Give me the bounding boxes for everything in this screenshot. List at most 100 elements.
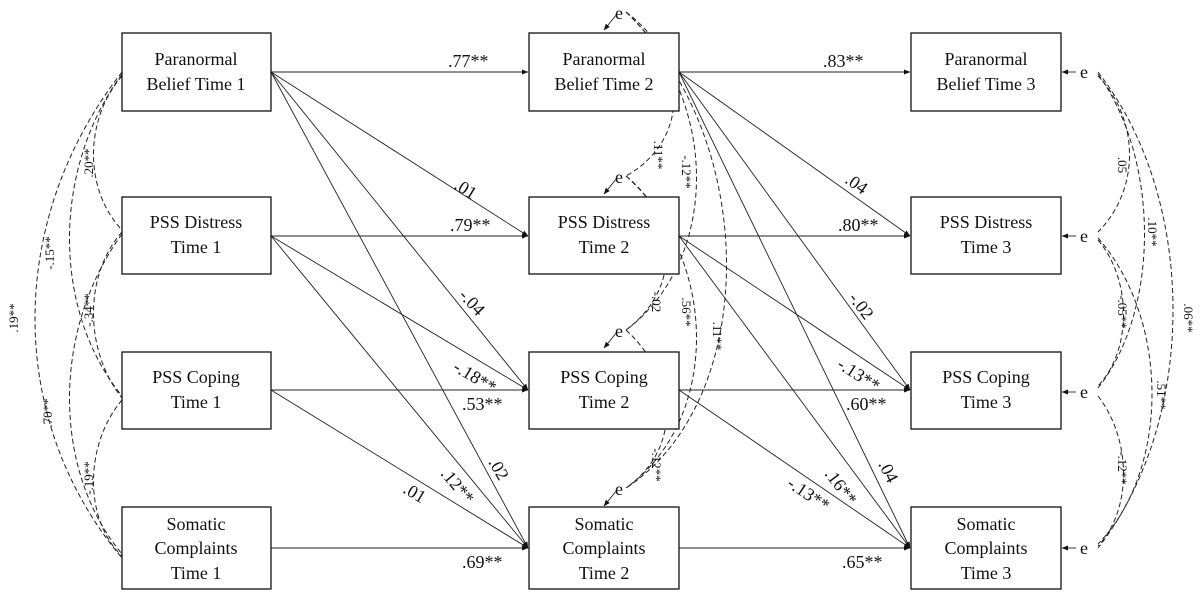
path-pssc1-sc2: [270, 389, 529, 549]
node-pssc2-line2: Time 2: [579, 392, 630, 412]
path-coefficients-t1-t2: .77** .01 -.04 .02 .79** -.18** .12** .5…: [400, 51, 513, 572]
cov-e-pssc2-sc2: [625, 329, 667, 489]
node-pssc1: PSS Coping Time 1: [121, 351, 272, 430]
node-pssc2-line1: PSS Coping: [560, 367, 648, 387]
cov-pssc1-sc1: [93, 399, 123, 557]
coef-pssc2-pssc3: .60**: [846, 394, 887, 414]
node-sc3-line2: Complaints: [944, 538, 1027, 558]
coef-pb1-sc2: .02: [485, 454, 514, 483]
node-pssc3-line1: PSS Coping: [942, 367, 1030, 387]
error-label-pb2: e: [615, 3, 623, 23]
path-pssc2-sc3: [678, 389, 911, 549]
error-label-pb3: e: [1080, 62, 1088, 82]
path-pb1-sc2: [270, 71, 529, 549]
node-sc2-line2: Complaints: [562, 538, 645, 558]
node-pssd3-line2: Time 3: [961, 237, 1012, 257]
node-sc2: Somatic Complaints Time 2: [528, 506, 680, 590]
node-pssd1-line2: Time 1: [171, 237, 222, 257]
coef-pb2-pssc3: -.02: [845, 288, 878, 323]
node-sc1-line2: Complaints: [154, 538, 237, 558]
node-pssd2-line1: PSS Distress: [558, 212, 651, 232]
path-pssd2-sc3: [678, 235, 911, 549]
cov-pb1-pssd1: [93, 75, 123, 231]
node-pb2-line1: Paranormal: [563, 49, 646, 69]
node-sc1: Somatic Complaints Time 1: [121, 506, 272, 590]
error-arrows: [603, 13, 1076, 551]
node-pssd2-line2: Time 2: [579, 237, 630, 257]
path-pb2-sc3: [678, 71, 911, 549]
coef-pssd1-pssd2: .79**: [450, 215, 491, 235]
coef-pssd1-pssc2: -.18**: [450, 356, 500, 397]
cov-pb1-pssc1: [69, 73, 123, 397]
coef-pb1-pssc2: -.04: [455, 285, 489, 319]
coef-pssc1-pssc2: .53**: [462, 394, 503, 414]
node-pssc3: PSS Coping Time 3: [910, 351, 1062, 430]
cov-coef-pssd1-pssc1: -.34**: [81, 293, 96, 327]
node-pssc2: PSS Coping Time 2: [528, 351, 680, 430]
coef-pb1-pb2: .77**: [448, 51, 489, 71]
node-pssd3-line1: PSS Distress: [940, 212, 1033, 232]
cov-coef-e-pb3-sc3: .06**: [1181, 303, 1196, 332]
cov-coef-e-pssc3-sc3: -.12**: [1115, 451, 1130, 485]
path-pb1-pssc2: [270, 71, 529, 391]
coef-pssc1-sc2: .01: [400, 478, 430, 507]
cov-coef-pssc1-sc1: -.19**: [81, 461, 96, 495]
path-pb1-pssd2: [270, 71, 529, 237]
path-pssd2-pssc3: [678, 235, 911, 391]
node-pssc1-line2: Time 1: [171, 392, 222, 412]
cov-pssd1-sc1: [69, 233, 123, 555]
node-pssd2: PSS Distress Time 2: [528, 196, 680, 275]
cov-coef-e-pb2-pssc2: -.12**: [679, 155, 694, 189]
cov-coef-e-pssd2-sc2: .56**: [679, 297, 694, 326]
cov-coef-pssd1-sc1: .70**: [40, 398, 55, 427]
coef-pb2-pssd3: .04: [842, 169, 872, 198]
coef-pb1-pssd2: .01: [451, 174, 481, 203]
node-sc3-line1: Somatic: [957, 514, 1016, 534]
path-pb2-pssd3: [678, 71, 911, 237]
cov-coef-pb1-sc1: .19**: [6, 303, 21, 332]
covariances-time3: [1097, 71, 1174, 549]
cov-e-pb2-sc2: [625, 11, 727, 489]
cov-pssd1-pssc1: [93, 231, 123, 399]
cov-coef-pb1-pssc1: -.15**: [42, 236, 57, 270]
cov-e-pssc3-sc3: [1097, 395, 1124, 547]
err-arrow-pssd2: [603, 177, 618, 195]
node-pssc1-line1: PSS Coping: [152, 367, 240, 387]
error-labels: e e e e e e e e: [615, 3, 1088, 558]
error-label-pssd2: e: [615, 167, 623, 187]
path-pssd1-pssc2: [270, 235, 529, 391]
node-sc3-line3: Time 3: [961, 563, 1012, 583]
cov-coef-e-pb3-pssd3: .05: [1115, 157, 1130, 173]
path-coefficients-t2-t3: .83** .04 -.02 .04 .80** -.13** .16** .6…: [784, 51, 903, 572]
node-pb1: Paranormal Belief Time 1: [121, 32, 272, 112]
cov-coefficients-t1: .20** -.34** -.19** -.15** .70** .19**: [6, 148, 96, 494]
node-pb1-line1: Paranormal: [155, 49, 238, 69]
covariances-time1: [34, 71, 123, 559]
err-arrow-sc2: [603, 489, 618, 507]
err-arrow-pssc2: [603, 331, 618, 349]
error-label-sc3: e: [1080, 538, 1088, 558]
coef-pssd2-pssc3: -.13**: [834, 354, 884, 396]
cov-e-pssd3-sc3: [1097, 237, 1153, 545]
node-pssd3: PSS Distress Time 3: [910, 196, 1062, 275]
cov-e-pb3-pssd3: [1097, 75, 1130, 233]
node-pssd1: PSS Distress Time 1: [121, 196, 272, 275]
node-sc1-line3: Time 1: [171, 563, 222, 583]
cov-coef-e-pb2-sc2: .11**: [710, 322, 725, 351]
cov-coef-e-pssc2-sc2: -.12**: [649, 448, 664, 482]
cov-coef-e-pssd2-pssc2: -.02: [649, 292, 664, 313]
node-sc1-line1: Somatic: [167, 514, 226, 534]
path-pb2-pssc3: [678, 71, 911, 391]
cov-coefficients-t3: .05 .10** -.05** .51** .06** -.12**: [1115, 157, 1196, 485]
cov-coef-e-pssd3-sc3: .51**: [1154, 380, 1169, 409]
node-pssc3-line2: Time 3: [961, 392, 1012, 412]
node-pb3-line2: Belief Time 3: [936, 74, 1035, 94]
coef-sc2-sc3: .65**: [842, 552, 883, 572]
cov-e-pb2-pssd2: [625, 11, 675, 177]
cov-coef-e-pb3-pssc3: .10**: [1145, 217, 1160, 246]
cov-pb1-sc1: [34, 71, 123, 559]
coef-pssd1-sc2: .12**: [437, 464, 478, 508]
cov-coef-pb1-pssd1: .20**: [81, 148, 96, 177]
node-pb2-line2: Belief Time 2: [554, 74, 653, 94]
node-pb1-line2: Belief Time 1: [146, 74, 245, 94]
